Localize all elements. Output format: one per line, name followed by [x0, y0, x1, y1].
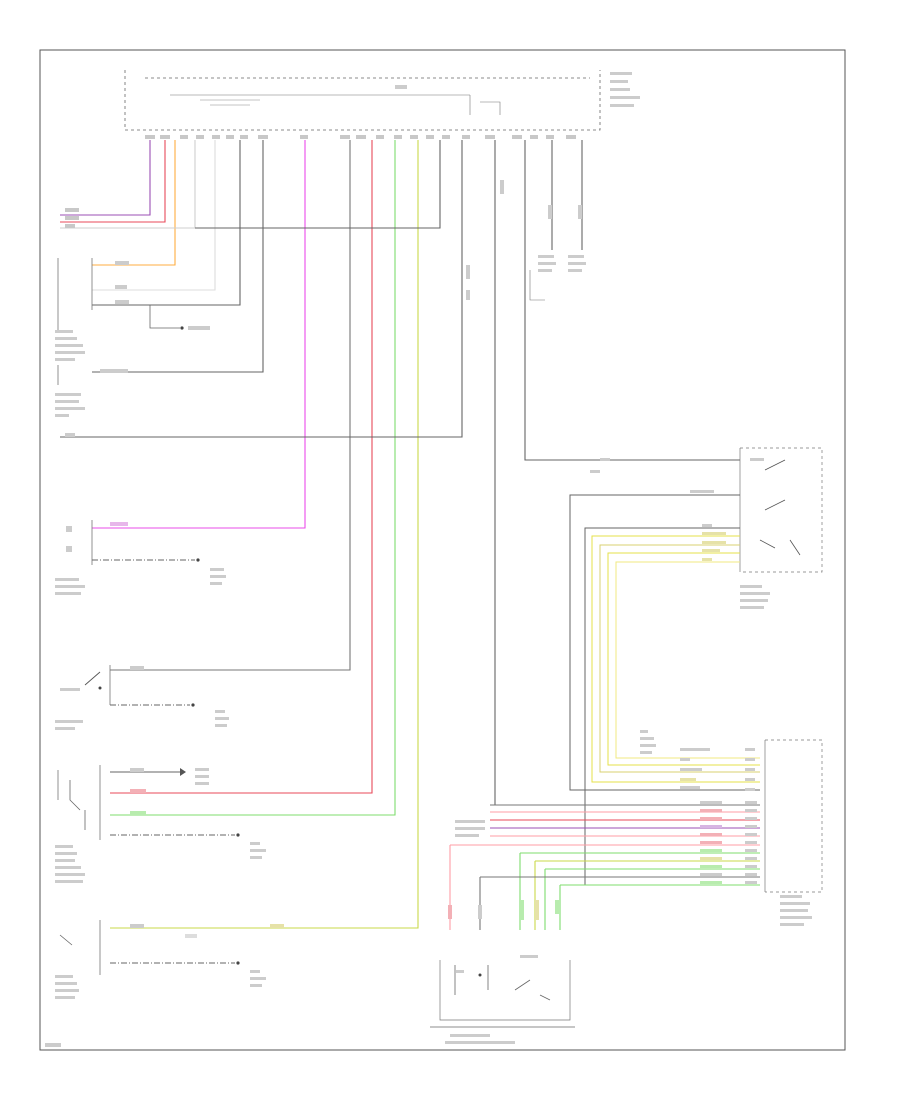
module-pin-labels — [145, 135, 576, 139]
connector-icon — [640, 730, 823, 926]
page-frame — [39, 49, 846, 1051]
switch-component-3 — [55, 920, 284, 999]
right-module-wires — [569, 494, 760, 885]
right-switch-module — [590, 447, 823, 609]
ground-icon — [466, 180, 586, 301]
switch-component-1 — [55, 665, 229, 730]
footer-tag — [45, 1043, 61, 1047]
module-wires — [60, 140, 740, 929]
bottom-switch-assembly — [430, 900, 575, 1044]
upper-left-wire-labels — [65, 208, 79, 228]
central-module — [124, 70, 640, 131]
connector-bus-labels — [455, 801, 757, 884]
switch-component-2 — [55, 765, 266, 883]
fuel-lid-component — [55, 520, 226, 595]
sensor-component-1 — [55, 258, 210, 437]
